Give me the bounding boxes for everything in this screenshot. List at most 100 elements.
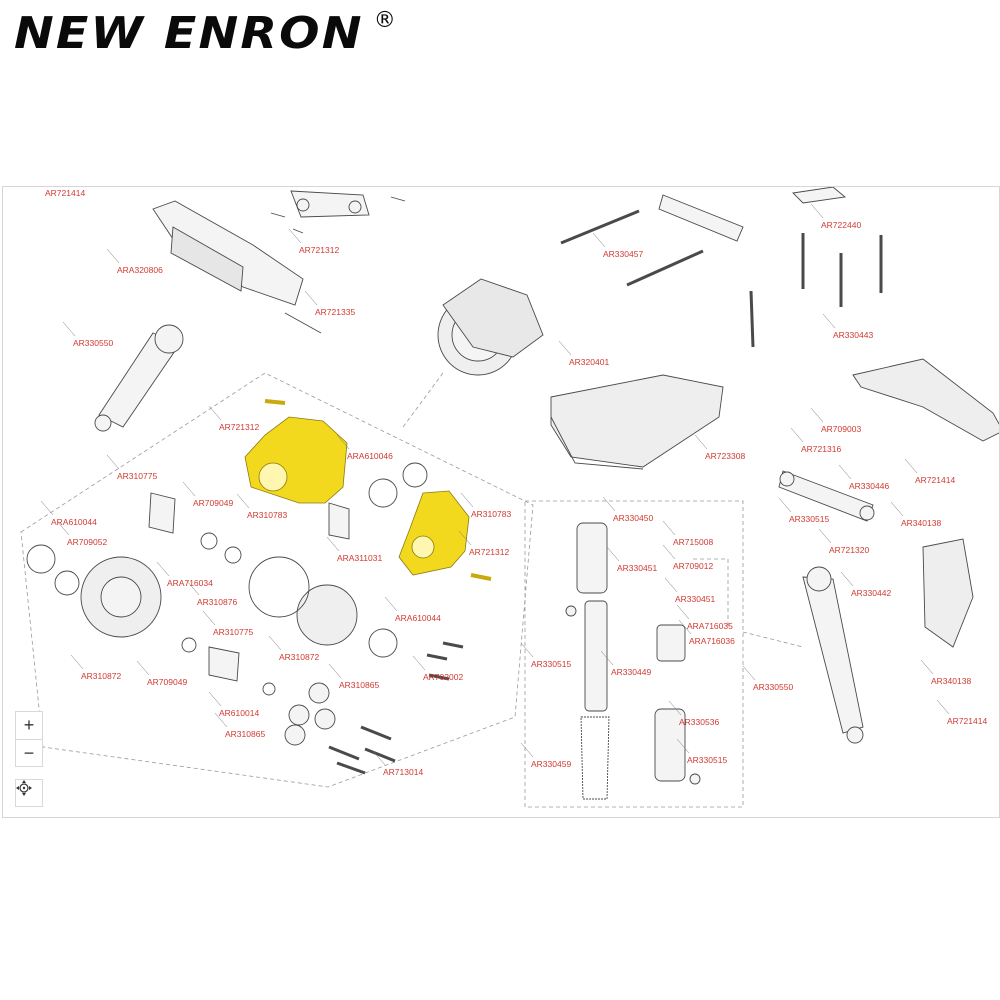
parts-diagram: AR721414AR721312ARA320806AR721335AR33055… [20,187,999,808]
part-number-label[interactable]: ARA610046 [347,451,393,461]
part-number-label[interactable]: AR722440 [821,220,861,230]
leader-line [668,700,682,716]
leader-line [304,290,318,306]
leader-line [606,546,620,562]
part-number-label[interactable]: AR310872 [81,671,121,681]
part-number-label[interactable]: AR721316 [801,444,841,454]
part-number-label[interactable]: ARA311031 [337,553,382,563]
part-number-label[interactable]: AR709052 [67,537,107,547]
part-number-label[interactable]: AR330550 [73,338,113,348]
leader-line [520,742,534,758]
part-number-label[interactable]: AR330442 [851,588,891,598]
leader-line [676,738,690,754]
leader-line [384,596,398,612]
leader-line [664,577,678,593]
brand-logo: NEW ENRON ® [14,6,396,62]
part-number-label[interactable]: AR709049 [193,498,233,508]
part-number-label[interactable]: AR340138 [901,518,941,528]
leader-line [838,464,852,480]
leader-line [182,481,196,497]
part-number-label[interactable]: AR310865 [225,729,265,739]
recenter-button[interactable] [15,779,43,807]
part-number-label[interactable]: ARA716035 [687,621,733,631]
leader-line [268,635,282,651]
leader-line [790,427,804,443]
part-number-label[interactable]: AR330459 [531,759,571,769]
leader-line [186,580,200,596]
zoom-in-button[interactable]: + [15,711,43,739]
part-number-label[interactable]: AR721320 [829,545,869,555]
leader-line [412,655,426,671]
leader-line [460,492,474,508]
part-number-label[interactable]: AR310783 [471,509,511,519]
dashed-group-outlines [20,372,804,808]
part-drawings [26,187,999,800]
part-number-label[interactable]: AR709003 [821,424,861,434]
part-number-label[interactable]: AR330443 [833,330,873,340]
leader-line [106,454,120,470]
part-number-label[interactable]: AR310775 [117,471,157,481]
registered-mark: ® [373,8,396,33]
leader-line [336,434,350,450]
part-number-label[interactable]: AR310775 [213,627,253,637]
leader-line [742,665,756,681]
part-number-label[interactable]: AR709012 [673,561,713,571]
part-number-label[interactable]: AR330515 [789,514,829,524]
part-number-label[interactable]: AR330515 [531,659,571,669]
part-number-label[interactable]: AR713014 [383,767,423,777]
part-number-label[interactable]: AR310783 [247,510,287,520]
leader-line [202,610,216,626]
part-number-label[interactable]: AR330515 [687,755,727,765]
crosshair-icon [16,780,32,796]
leader-line [662,520,676,536]
leader-line [920,659,934,675]
part-number-label[interactable]: AR709049 [147,677,187,687]
part-number-label[interactable]: AR330451 [617,563,657,573]
part-number-label[interactable]: AR330550 [753,682,793,692]
part-number-label[interactable]: AR310872 [279,652,319,662]
part-number-label[interactable]: AR721312 [219,422,259,432]
leader-line [156,561,170,577]
zoom-out-button[interactable]: − [15,739,43,767]
part-number-labels: AR721414AR721312ARA320806AR721335AR33055… [45,188,987,777]
part-number-label[interactable]: AR721312 [469,547,509,557]
part-number-label[interactable]: AR723308 [705,451,745,461]
part-number-label[interactable]: AR610014 [219,708,259,718]
part-number-label[interactable]: ARA716036 [689,636,735,646]
brand-name: NEW ENRON [14,8,364,59]
part-number-label[interactable]: AR721414 [947,716,987,726]
part-number-label[interactable]: AR330536 [679,717,719,727]
part-number-label[interactable]: AR310876 [197,597,237,607]
leader-line [592,232,606,248]
leader-line [810,203,824,219]
leader-line [602,496,616,512]
part-number-label[interactable]: ARA716034 [167,578,213,588]
part-number-label[interactable]: AR330451 [675,594,715,604]
part-number-label[interactable]: AR340138 [931,676,971,686]
leader-line [840,571,854,587]
leader-line [822,313,836,329]
leader-line [662,544,676,560]
part-number-label[interactable]: AR330449 [611,667,651,677]
leader-line [236,493,250,509]
part-number-label[interactable]: ARA320806 [117,265,163,275]
leader-line [458,530,472,546]
leader-lines [40,203,950,766]
leader-line [372,750,386,766]
leader-line [904,458,918,474]
part-number-label[interactable]: AR721312 [299,245,339,255]
leader-line [810,407,824,423]
part-number-label[interactable]: AR721414 [915,475,955,485]
part-number-label[interactable]: AR320401 [569,357,609,367]
part-number-label[interactable]: AR721414 [45,188,85,198]
part-number-label[interactable]: AR310865 [339,680,379,690]
part-number-label[interactable]: ARA610044 [395,613,441,623]
part-number-label[interactable]: AR330450 [613,513,653,523]
part-number-label[interactable]: AR702002 [423,672,463,682]
part-number-label[interactable]: AR721335 [315,307,355,317]
part-number-label[interactable]: AR715008 [673,537,713,547]
part-number-label[interactable]: AR330457 [603,249,643,259]
part-number-label[interactable]: AR330446 [849,481,889,491]
part-number-label[interactable]: ARA610044 [51,517,97,527]
